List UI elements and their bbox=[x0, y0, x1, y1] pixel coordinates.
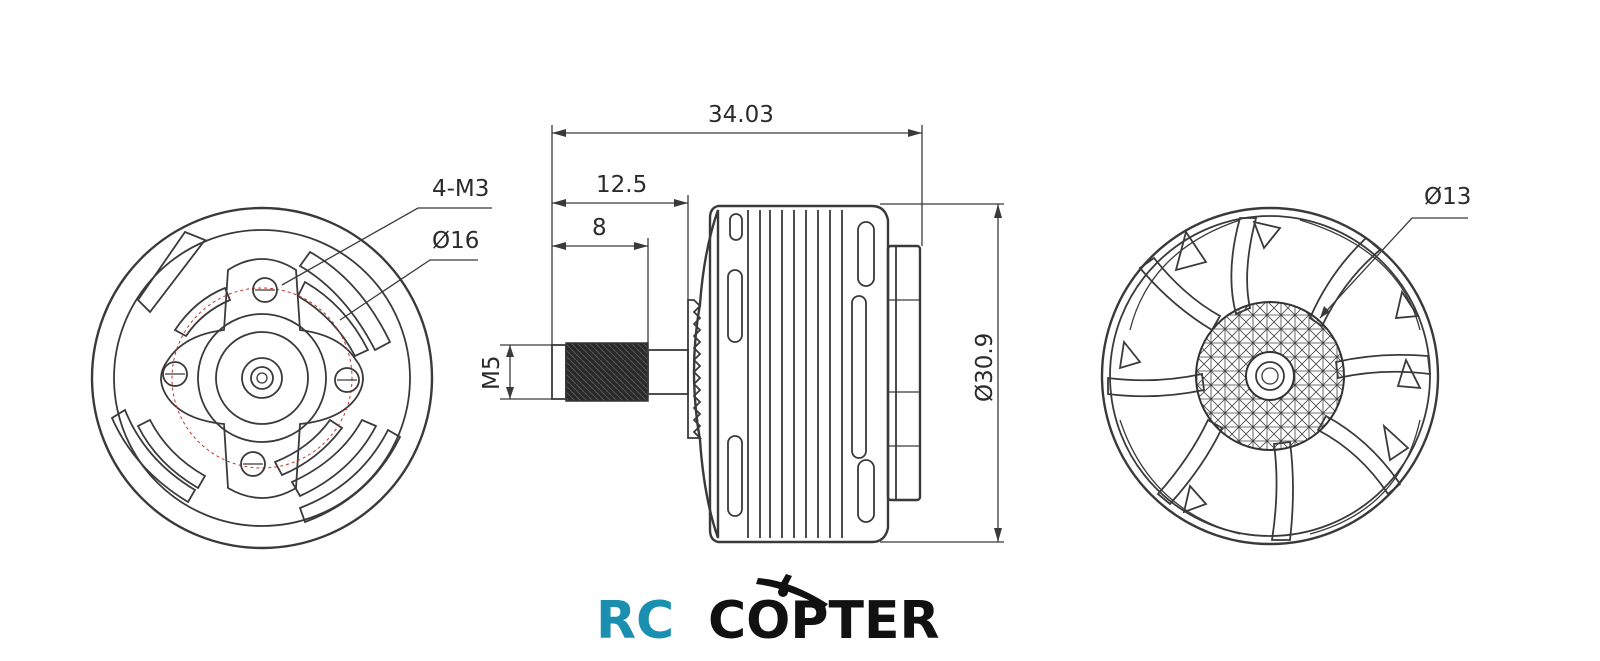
rear-diameter-label: Ø13 bbox=[1424, 184, 1471, 210]
dimension-thread-length bbox=[552, 238, 649, 343]
logo-copter-text: COPTER bbox=[708, 591, 940, 651]
dimension-shaft-length bbox=[552, 195, 689, 300]
rc-copter-logo: RC COPTER bbox=[596, 574, 940, 651]
side-view-motor bbox=[551, 204, 922, 544]
rear-view-bell bbox=[1100, 206, 1468, 546]
shaft-thread bbox=[565, 342, 649, 402]
front-view-mount bbox=[90, 206, 492, 550]
thread-length-label: 8 bbox=[592, 215, 607, 241]
logo-rc-text: RC bbox=[596, 591, 674, 651]
shaft-length-label: 12.5 bbox=[596, 172, 647, 198]
dimension-thread-size bbox=[500, 344, 552, 400]
dimension-body-diameter bbox=[880, 203, 1004, 543]
body-diameter-label: Ø30.9 bbox=[972, 333, 998, 402]
mount-circle-label: Ø16 bbox=[432, 228, 479, 254]
dimension-overall-length bbox=[551, 125, 923, 345]
overall-length-label: 34.03 bbox=[708, 102, 774, 128]
mount-hole-circle bbox=[171, 287, 353, 469]
thread-size-label: M5 bbox=[479, 356, 505, 390]
mount-holes-label: 4-M3 bbox=[432, 176, 489, 202]
